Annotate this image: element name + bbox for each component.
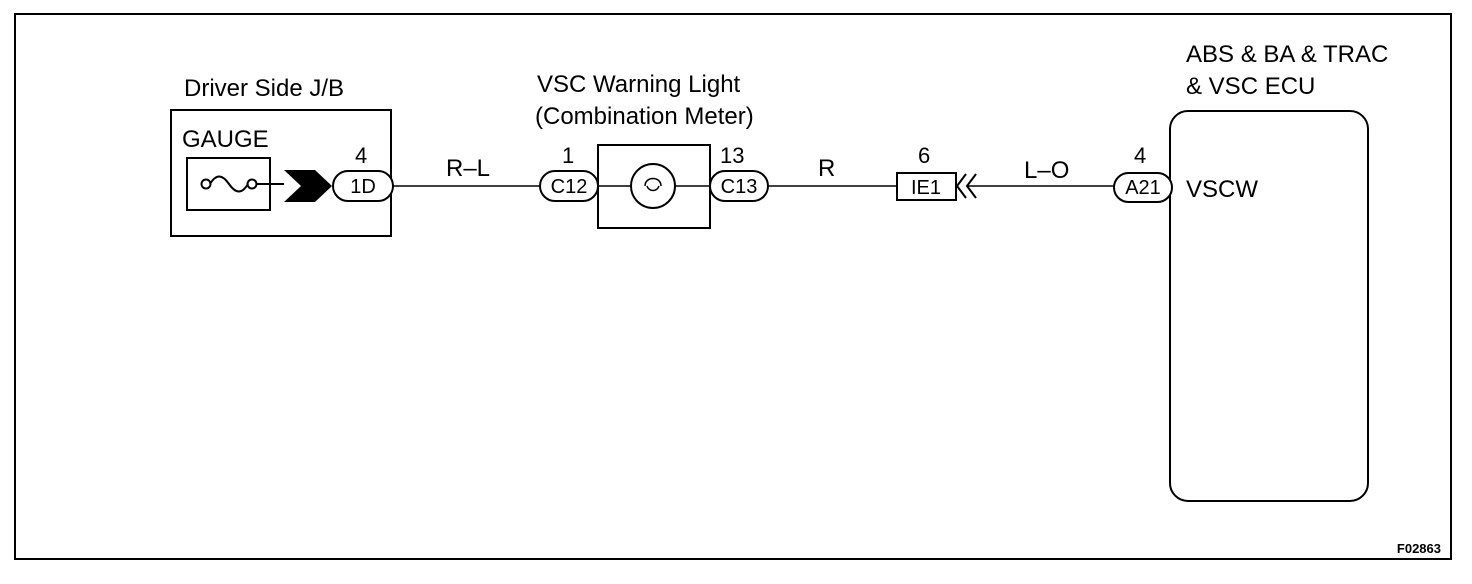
ecu-title-line1: ABS & BA & TRAC [1186,41,1388,68]
connector-arrow-icon [284,170,332,202]
jb-title: Driver Side J/B [184,75,344,102]
ecu-title-line2: & VSC ECU [1186,73,1315,100]
meter-pin-out: 13 [720,143,744,168]
ecu-connector-label: A21 [1125,177,1161,199]
wire3-color: L–O [1024,157,1069,184]
ecu-pin-number: 4 [1134,143,1146,168]
wire1-color: R–L [446,155,490,182]
junction-pin-number: 6 [918,143,930,168]
wire2-color: R [818,155,835,182]
junction-connector-box [896,172,957,201]
jb-pin-number: 4 [355,143,367,168]
ecu-terminal-label: VSCW [1186,176,1258,203]
fuse-label: GAUGE [182,126,269,153]
bulb-icon [598,163,710,209]
meter-title-line1: VSC Warning Light [537,71,741,98]
fuse-symbol [186,157,284,211]
jb-connector-label: 1D [350,176,376,198]
meter-pin-in: 1 [562,143,574,168]
meter-title-line2: (Combination Meter) [535,103,754,130]
jb-box [170,109,392,237]
meter-connector-out-label: C13 [721,176,758,198]
ecu-connector-box [1113,172,1173,203]
diagram-frame [14,13,1452,560]
junction-connector-label: IE1 [911,177,941,199]
figure-id: F02863 [1397,541,1441,556]
ecu-box [1169,110,1369,502]
meter-connector-in-label: C12 [551,176,588,198]
